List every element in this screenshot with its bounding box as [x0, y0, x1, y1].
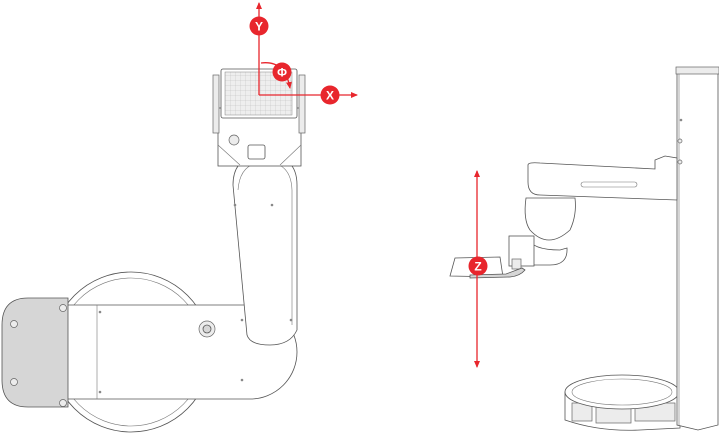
- top-view-axes: Y Φ X: [249, 2, 358, 105]
- vertical-column: [676, 69, 719, 431]
- upper-arm-link: [527, 155, 678, 201]
- base-end-cap: [1, 297, 69, 408]
- base-top: [564, 374, 680, 410]
- x-axis-badge: X: [320, 85, 340, 105]
- side-view-robot: [449, 66, 719, 431]
- z-axis-label: Z: [474, 260, 481, 274]
- phi-axis-label: Φ: [277, 66, 287, 80]
- top-view-robot: [1, 68, 306, 433]
- z-axis-badge: Z: [468, 256, 488, 276]
- phi-axis-badge: Φ: [272, 62, 292, 82]
- elbow-joint: [524, 197, 576, 241]
- y-axis-badge: Y: [249, 16, 269, 36]
- x-axis-label: X: [326, 89, 334, 103]
- y-axis-label: Y: [255, 20, 263, 34]
- z-axis: Z: [468, 170, 488, 368]
